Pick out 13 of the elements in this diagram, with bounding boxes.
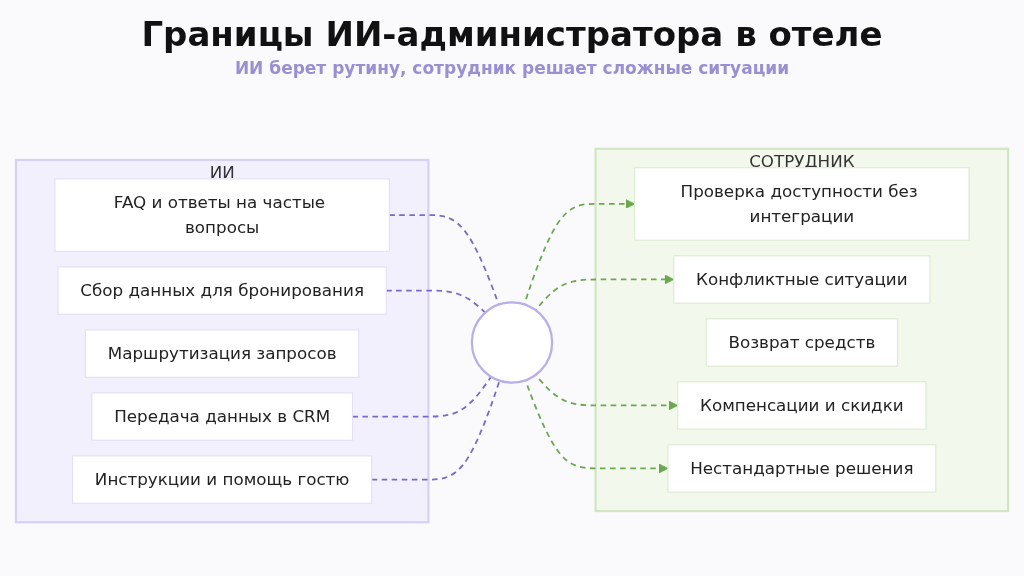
node-circle (470, 300, 554, 384)
title: Границы ИИ-администратора в отеле (140, 14, 884, 54)
node-box: Компенсации и скидки (677, 380, 927, 430)
node-box: Проверка доступности без интеграции (634, 166, 970, 241)
node-box: Нестандартные решения (667, 443, 937, 493)
node-box: Передача данных в CRM (91, 391, 353, 441)
node-box: Сбор данных для бронирования (57, 265, 387, 315)
node-box: FAQ и ответы на частые вопросы (54, 177, 390, 252)
node-box: Маршрутизация запросов (84, 328, 360, 378)
subtitle: ИИ берет рутину, сотрудник решает сложные ситуации (233, 58, 791, 78)
node-box: Инструкции и помощь гостю (72, 454, 373, 504)
node-box: Возврат средств (705, 317, 899, 367)
node-box: Конфликтные ситуации (673, 254, 931, 304)
